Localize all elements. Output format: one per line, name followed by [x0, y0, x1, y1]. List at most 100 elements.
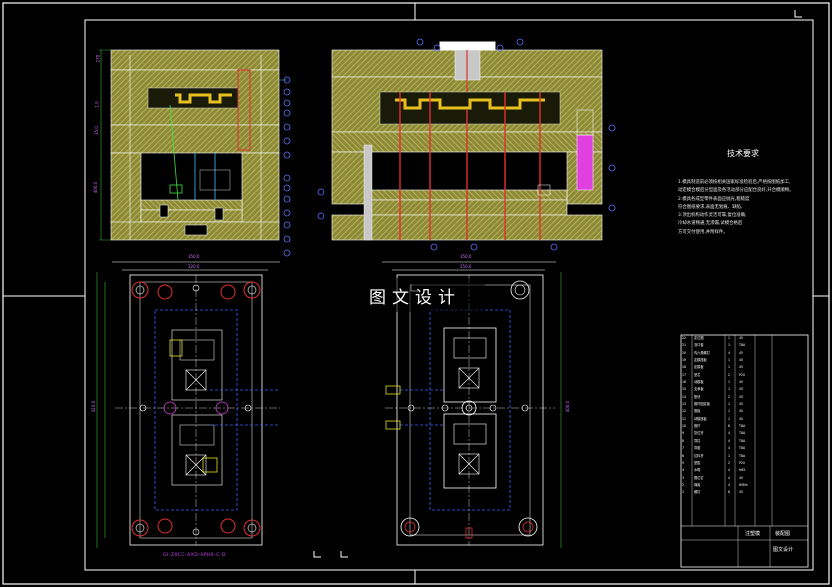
bom-cell [759, 401, 777, 408]
bom-cell: 动模板 [694, 380, 704, 385]
bom-cell: 1 [728, 387, 731, 392]
bom-cell [759, 408, 777, 415]
bom-cell: 16 [682, 380, 687, 385]
notes-title: 技术要求 [727, 149, 759, 158]
bom-table-grid [680, 334, 809, 568]
title-block: 注塑模 装配图 图文设计 [681, 526, 808, 566]
bom-cell [759, 335, 777, 342]
bom-cell [759, 467, 777, 474]
bom-cell: T8A [739, 446, 746, 451]
note-line: 动定模合模后分型面及各活动部分应配合良好,开合模顺畅。 [678, 188, 794, 194]
bom-cell: 4 [728, 350, 731, 355]
bom-cell: 型芯 [694, 372, 701, 377]
bom-cell: T8A [739, 343, 746, 348]
bom-cell: 2 [728, 372, 731, 377]
bom-cell: T8A [739, 453, 746, 458]
dim-section-h4: 400.0 [93, 181, 99, 194]
bom-cell [759, 489, 777, 496]
bom-cell: H62 [739, 468, 746, 473]
bom-cell: 17 [682, 372, 687, 377]
bom-cell: T8A [739, 424, 746, 429]
bom-cell: 45 [739, 380, 744, 385]
bom-cell: 8 [728, 490, 731, 495]
dim-plan-left-top2: 320.0 [188, 264, 200, 269]
dim-plan-left-side: 410.0 [91, 400, 97, 413]
dim-plan-right-side: 400.0 [565, 400, 571, 413]
right-plan-view [382, 261, 562, 548]
note-line: 符合图纸要求,表面无划痕、缺陷, [678, 204, 743, 210]
left-plan-view [96, 261, 280, 548]
bom-cell: 22 [682, 336, 687, 340]
bom-cell [759, 482, 777, 489]
dim-plan-left-top: 350.0 [188, 254, 200, 259]
bom-cell [759, 357, 777, 364]
bom-cell: 支承板 [694, 387, 704, 392]
bom-cell: 18 [682, 365, 687, 370]
bom-cell: T8A [739, 438, 746, 443]
bom-cell: 导柱 [694, 438, 701, 443]
bom-cell: 3 [682, 475, 685, 480]
bom-cell: 拉料杆 [694, 453, 704, 458]
bom-cell: 4 [728, 475, 731, 480]
bom-cell: 7 [682, 446, 685, 451]
bom-cell [759, 453, 777, 460]
bom-cell: 15 [682, 387, 687, 392]
bom-cell: 复位杆 [694, 431, 704, 436]
bom-cell [759, 460, 777, 467]
bom-cell: 45 [739, 409, 744, 414]
note-line: 2.模具各成型零件表面应抛光,粗糙度 [678, 196, 750, 202]
bom-cell [759, 342, 777, 349]
bom-cell [759, 423, 777, 430]
bom-cell: 定位圈 [694, 336, 704, 340]
bom-cell: 内六角螺钉 [694, 350, 710, 355]
left-section-balloons [283, 76, 291, 257]
bom-cell: 定模板 [694, 365, 704, 370]
bom-row: 17 型芯 2 P20 [681, 372, 808, 379]
bom-cell: 弹簧 [694, 482, 701, 487]
note-line: 3.顶出机构动作灵活可靠,复位准确, [678, 213, 747, 219]
bom-cell: 1 [728, 343, 731, 348]
bom-cell: 65Mn [739, 482, 748, 487]
note-line: 冷却水道畅通,无渗漏,试模合格后 [678, 221, 743, 227]
bom-cell: 浇口套 [694, 343, 704, 348]
bom-cell [759, 386, 777, 393]
bom-cell [759, 350, 777, 357]
bom-cell [759, 475, 777, 482]
bom-cell: 1 [728, 416, 731, 421]
bom-cell: 45 [739, 475, 744, 480]
bom-cell: 12 [682, 409, 687, 414]
bom-cell: 推杆 [694, 424, 701, 429]
bom-cell: 45 [739, 394, 744, 399]
part-number: GI-ZXCC-AXD-0PH0-C-D [163, 553, 227, 558]
dim-plan-right-top: 350.0 [460, 254, 472, 259]
bom-cell: 螺钉 [694, 490, 701, 495]
bom-cell: 8 [682, 438, 685, 443]
bom-cell [759, 372, 777, 379]
drawing-name: 注塑模 [745, 531, 761, 537]
bom-cell: 9 [682, 431, 685, 436]
drawing-type: 装配图 [775, 531, 791, 537]
bom-cell: 45 [739, 365, 744, 370]
bom-cell: 4 [682, 468, 685, 473]
dim-section-h2: 1.0 [94, 101, 100, 108]
watermark-logo: 图文设计 [345, 278, 485, 312]
bom-cell: 4 [728, 446, 731, 451]
bom-cell [759, 416, 777, 423]
bom-cell [759, 430, 777, 437]
bom-cell: 1 [728, 453, 731, 458]
bom-cell: 45 [739, 490, 744, 495]
bom-cell [759, 379, 777, 386]
bom-cell: P20 [739, 372, 745, 377]
bom-cell: 14 [682, 394, 687, 399]
bom-cell: 10 [682, 424, 687, 429]
